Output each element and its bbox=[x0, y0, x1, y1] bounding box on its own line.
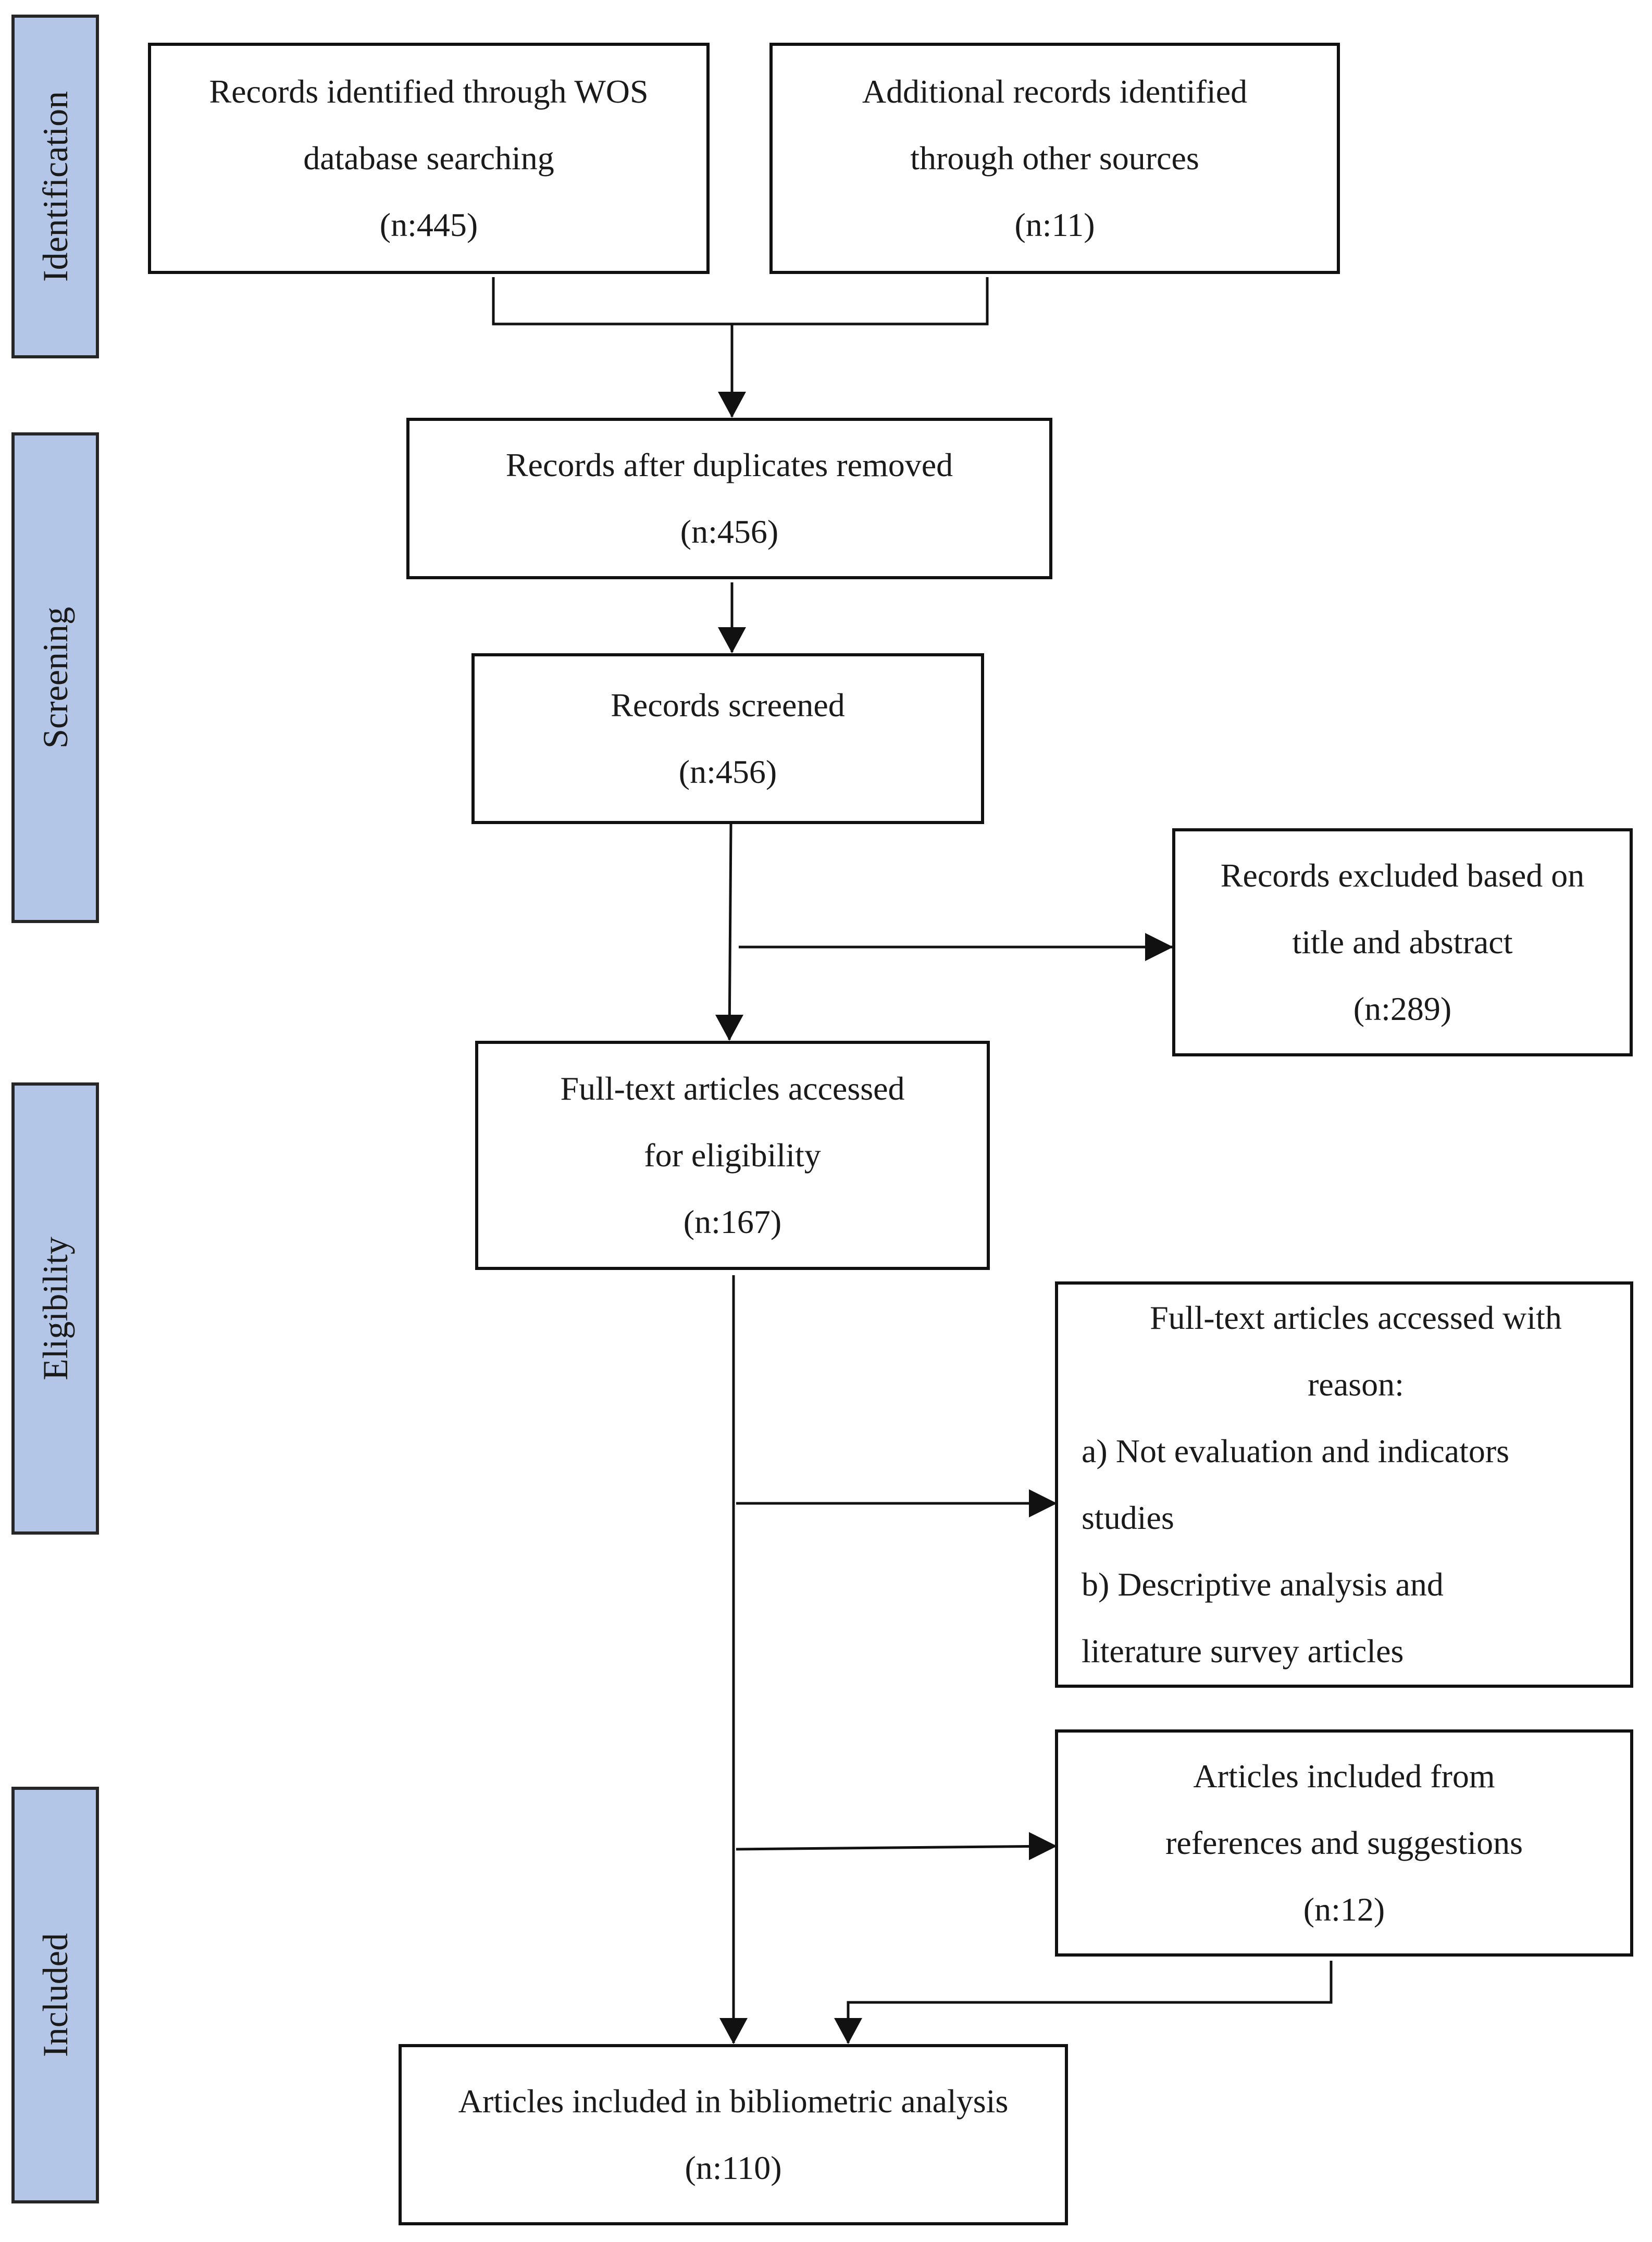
wos-records-line-1: Records identified through WOS bbox=[209, 73, 649, 110]
reason-b-line-2: literature survey articles bbox=[1082, 1633, 1404, 1670]
additional-records-line-2: through other sources bbox=[910, 140, 1199, 177]
excluded-title-abstract-count: (n:289) bbox=[1353, 990, 1452, 1027]
after-duplicates-count: (n:456) bbox=[680, 513, 779, 550]
excluded-title-abstract-line-1: Records excluded based on bbox=[1220, 857, 1585, 894]
stage-included: Included bbox=[11, 1787, 99, 2203]
arrow-to-from-references bbox=[736, 1845, 1055, 1851]
full-text-excluded-heading-1: Full-text articles accessed with bbox=[1150, 1299, 1562, 1336]
full-text-assessed-count: (n:167) bbox=[683, 1203, 782, 1240]
references-to-final-connector bbox=[847, 1961, 1333, 2043]
box-full-text-excluded: Full-text articles accessed with reason:… bbox=[1055, 1281, 1633, 1688]
box-after-duplicates: Records after duplicates removed (n:456) bbox=[406, 418, 1052, 579]
box-wos-records: Records identified through WOS database … bbox=[148, 43, 710, 274]
wos-records-count: (n:445) bbox=[379, 206, 478, 243]
reason-a-line-1: a) Not evaluation and indicators bbox=[1082, 1433, 1510, 1469]
arrowhead-screened bbox=[718, 627, 746, 653]
final-included-line-1: Articles included in bibliometric analys… bbox=[458, 2083, 1009, 2120]
from-references-count: (n:12) bbox=[1303, 1891, 1385, 1928]
box-records-screened: Records screened (n:456) bbox=[471, 653, 984, 824]
stage-identification: Identification bbox=[11, 15, 99, 358]
box-full-text-assessed: Full-text articles accessed for eligibil… bbox=[475, 1041, 990, 1270]
arrow-to-full-text-assessed bbox=[728, 824, 732, 1040]
records-screened-line-1: Records screened bbox=[611, 687, 845, 724]
after-duplicates-line-1: Records after duplicates removed bbox=[505, 446, 953, 483]
from-references-line-1: Articles included from bbox=[1193, 1758, 1495, 1795]
box-from-references: Articles included from references and su… bbox=[1055, 1729, 1633, 1957]
additional-records-count: (n:11) bbox=[1014, 206, 1095, 243]
final-included-count: (n:110) bbox=[685, 2149, 782, 2186]
full-text-excluded-heading-2: reason: bbox=[1308, 1366, 1404, 1403]
full-text-assessed-line-2: for eligibility bbox=[644, 1137, 821, 1174]
box-excluded-title-abstract: Records excluded based on title and abst… bbox=[1172, 828, 1633, 1056]
reason-b-line-1: b) Descriptive analysis and bbox=[1082, 1566, 1444, 1603]
full-text-assessed-line-1: Full-text articles accessed bbox=[560, 1070, 905, 1107]
excluded-title-abstract-line-2: title and abstract bbox=[1292, 924, 1513, 961]
additional-records-line-1: Additional records identified bbox=[862, 73, 1248, 110]
arrowhead-full-text-assessed bbox=[715, 1015, 743, 1041]
identification-merge-bracket bbox=[492, 277, 989, 326]
arrowhead-full-text-excluded bbox=[1029, 1489, 1057, 1517]
stage-screening: Screening bbox=[11, 432, 99, 923]
from-references-line-2: references and suggestions bbox=[1165, 1824, 1523, 1861]
arrowhead-from-references bbox=[1029, 1832, 1057, 1860]
records-screened-count: (n:456) bbox=[678, 753, 777, 790]
arrowhead-excluded-title-abstract bbox=[1145, 933, 1173, 961]
box-additional-records: Additional records identified through ot… bbox=[769, 43, 1340, 274]
stage-eligibility: Eligibility bbox=[11, 1082, 99, 1535]
reason-a-line-2: studies bbox=[1082, 1499, 1174, 1536]
arrowhead-after-duplicates bbox=[718, 392, 746, 418]
box-final-included: Articles included in bibliometric analys… bbox=[399, 2044, 1068, 2225]
arrowhead-final-included bbox=[719, 2018, 748, 2044]
arrowhead-references-to-final bbox=[834, 2018, 862, 2044]
wos-records-line-2: database searching bbox=[303, 140, 554, 177]
